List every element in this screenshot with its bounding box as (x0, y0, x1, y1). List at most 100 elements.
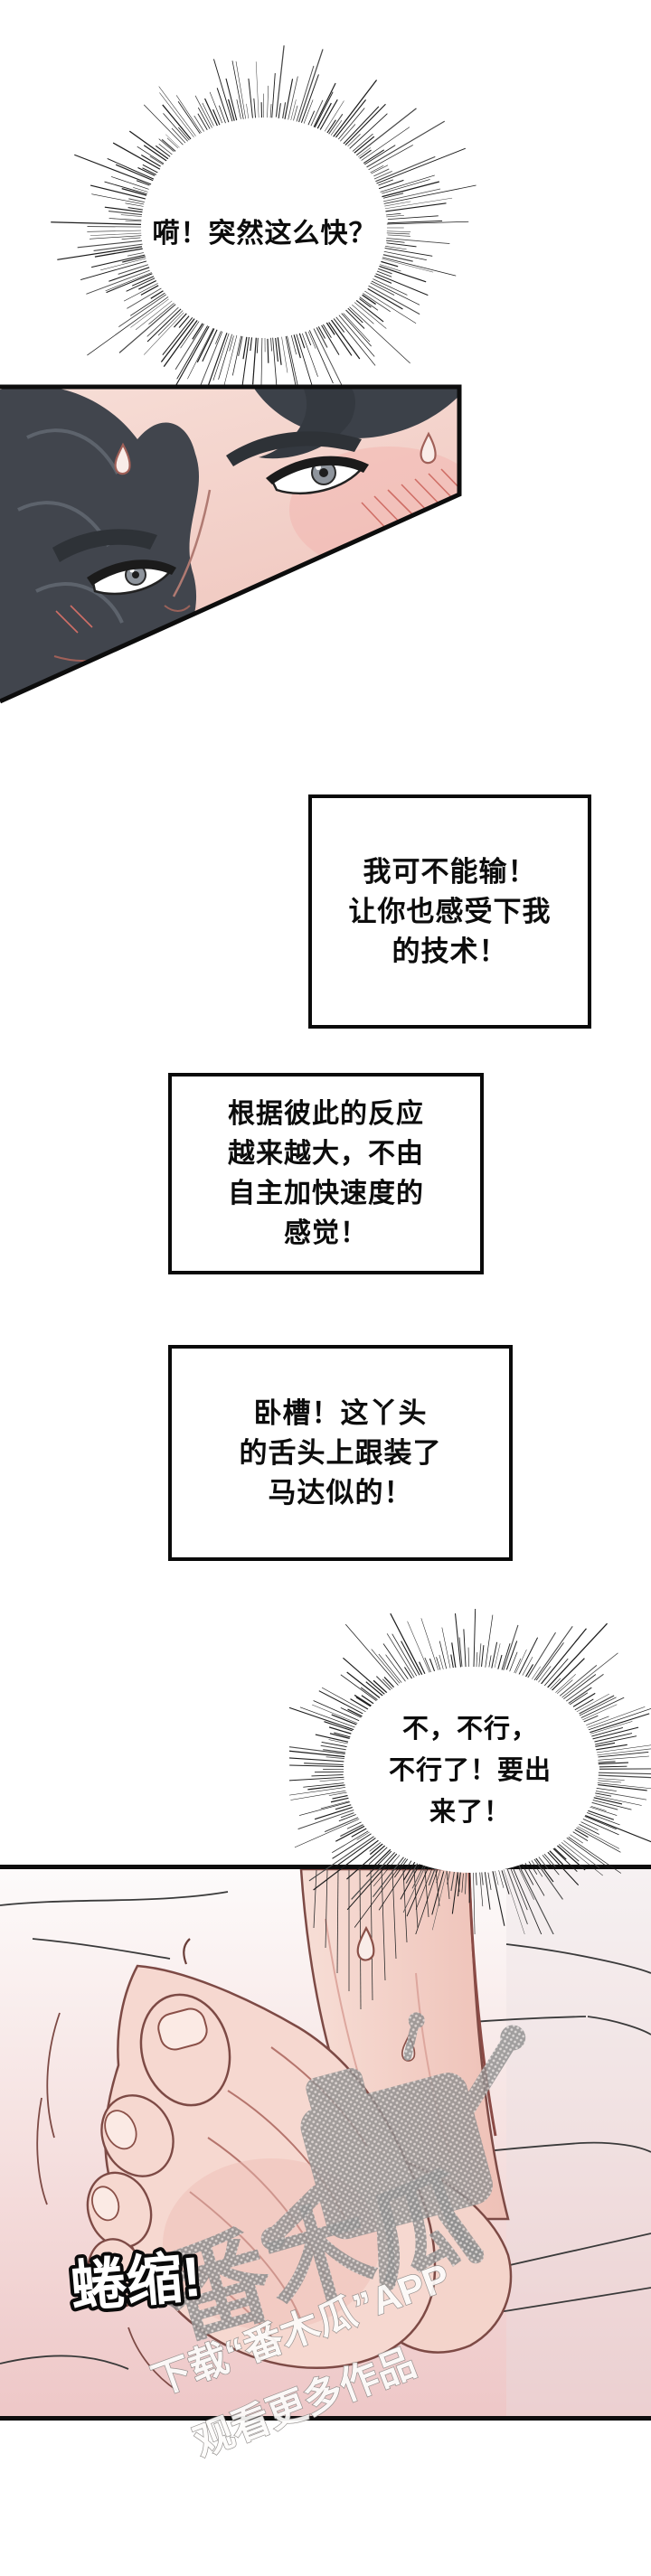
burst-spike (513, 1658, 522, 1676)
burst-spike (572, 1692, 596, 1707)
burst-spike (250, 336, 253, 352)
burst-spike (581, 1813, 651, 1843)
burst-spike (385, 230, 411, 232)
burst-spike (595, 1782, 651, 1790)
burst-spike (532, 1856, 563, 1900)
burst-spike (544, 1622, 609, 1691)
burst-spike (324, 1721, 353, 1732)
burst-spike (315, 1734, 349, 1743)
burst-spike (379, 260, 399, 268)
thought-box-2-line: 根据彼此的反应 (228, 1098, 424, 1129)
burst-spike (308, 1836, 375, 1882)
burst-spike (256, 336, 259, 353)
burst-spike (436, 1866, 442, 1884)
burst-spike (586, 1716, 609, 1726)
burst-spike (300, 74, 319, 123)
burst-spike (163, 113, 189, 142)
burst-spike (464, 1871, 467, 1894)
burst-spike (212, 59, 234, 125)
burst-spike (231, 61, 245, 124)
burst-spike (458, 1870, 462, 1897)
burst-spike (193, 115, 205, 134)
burst-spike (80, 260, 147, 280)
burst-spike (354, 1856, 408, 1928)
burst-spike (535, 1642, 564, 1681)
foot-panel-border-top (0, 1865, 651, 1869)
burst-spike (375, 1676, 392, 1691)
burst-spike (580, 1817, 619, 1836)
burst-spike (314, 1805, 357, 1820)
burst-spike (197, 107, 212, 131)
burst-spike (225, 78, 238, 122)
burst-spike (158, 138, 175, 152)
eyebrow-right (226, 431, 362, 466)
burst-spike (146, 306, 179, 337)
burst-spike (367, 287, 403, 310)
burst-spike (163, 318, 200, 367)
pupil-right (319, 468, 328, 477)
burst-spike (500, 1643, 511, 1674)
burst-spike (293, 105, 298, 121)
burst-spike (359, 298, 372, 308)
thought-box-2-line: 感觉！ (284, 1217, 368, 1248)
burst-spike (479, 1869, 484, 1907)
burst-spike (547, 1851, 580, 1886)
burst-spike (328, 1726, 352, 1735)
burst-spike (196, 327, 215, 363)
burst-spike (415, 1866, 433, 1910)
burst-spike (590, 1801, 618, 1810)
burst2-balloon (344, 1667, 599, 1873)
burst-spike (374, 1847, 393, 1866)
burst-spike (106, 272, 154, 294)
burst-spike (378, 263, 401, 272)
burst-spike (346, 1843, 388, 1880)
burst-spike (599, 1765, 627, 1768)
burst-spike (324, 100, 344, 132)
burst-spike (369, 1841, 386, 1856)
burst-spike (252, 336, 258, 385)
burst-spike (335, 1804, 352, 1810)
burst-spike (372, 170, 392, 181)
burst-spike (127, 252, 144, 257)
nose-line (172, 489, 212, 597)
burst-spike (415, 1869, 439, 1934)
burst-spike (339, 124, 356, 143)
burst-spike (128, 130, 171, 161)
mascot-arm-left (269, 2185, 326, 2240)
papaya-camera-mascot (260, 2012, 526, 2291)
burst-spike (564, 1836, 609, 1868)
burst-spike (334, 1732, 352, 1738)
sfx-text: 蜷缩! (68, 2246, 203, 2319)
burst-spike (330, 318, 361, 360)
burst-spike (591, 1744, 651, 1753)
burst-spike (381, 201, 411, 207)
burst-spike (373, 1854, 401, 1886)
burst-spike (277, 337, 282, 365)
burst-spike (335, 1823, 368, 1842)
burst-spike (384, 202, 447, 212)
burst-spike (137, 167, 156, 176)
burst-spike (576, 1693, 609, 1713)
burst-spike (593, 1762, 628, 1765)
burst-spike (165, 134, 180, 148)
burst-spike (595, 1787, 617, 1791)
thought-box-1-line: 我可不能输！ (363, 855, 537, 888)
burst-spike (390, 1612, 424, 1677)
burst-spike (563, 1673, 604, 1704)
burst-spike (121, 187, 150, 197)
burst-spike (347, 134, 361, 147)
burst-spike (57, 246, 143, 260)
burst-spike (246, 103, 250, 120)
motion-arcs (36, 2012, 178, 2392)
mascot-lens-ring (358, 2106, 458, 2205)
burst-spike (567, 1687, 592, 1705)
thought-box-2-line: 越来越大，不由 (228, 1138, 424, 1169)
burst-spike (542, 1658, 569, 1688)
burst-spike (378, 1653, 402, 1683)
burst-spike (542, 1852, 556, 1867)
mascot-leg-left (376, 2223, 396, 2291)
burst-spike (159, 92, 195, 138)
burst-spike (590, 1726, 639, 1741)
burst1-bubble-art (51, 45, 476, 409)
burst-spike (255, 61, 259, 120)
